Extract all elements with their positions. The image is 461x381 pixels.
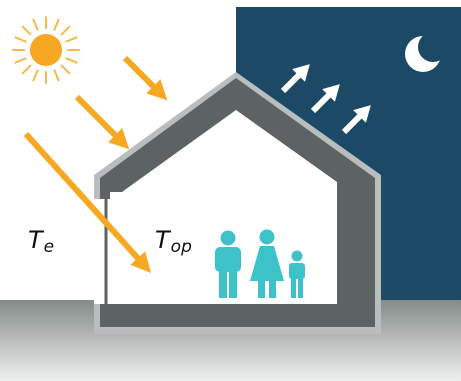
operative-temperature-label: Top — [155, 226, 192, 257]
solar-radiation-arrow — [122, 55, 168, 101]
sun-icon — [12, 16, 80, 84]
house — [94, 72, 381, 334]
solar-radiation-arrows — [23, 55, 168, 273]
outdoor-temperature-label: Te — [28, 226, 55, 257]
heat-loss-arrow — [310, 84, 340, 114]
solar-radiation-arrow — [74, 94, 130, 150]
heat-loss-arrows — [280, 64, 371, 135]
house-interior — [110, 110, 337, 304]
heat-loss-arrow — [280, 64, 310, 94]
heat-loss-arrow — [341, 105, 371, 135]
family-icon — [215, 229, 305, 298]
moon-icon — [405, 32, 448, 72]
father-figure — [215, 230, 241, 298]
solar-radiation-arrow — [23, 131, 152, 273]
child-figure — [289, 250, 305, 298]
mother-figure — [250, 229, 284, 298]
